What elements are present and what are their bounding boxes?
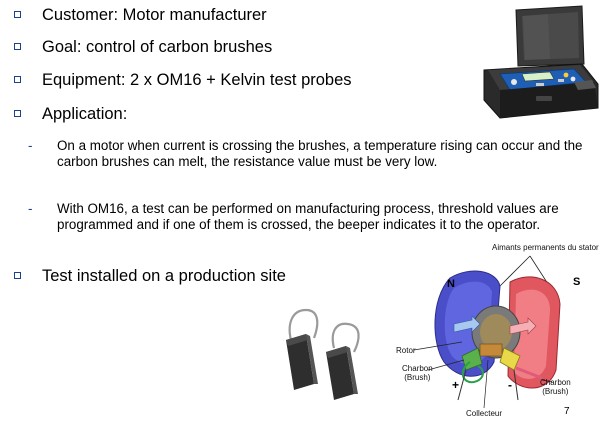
bullet-text: Customer: Motor manufacturer <box>42 6 267 24</box>
north-pole-label: N <box>447 278 455 290</box>
carbon-brushes-photo <box>286 308 360 400</box>
positive-terminal-label: + <box>452 378 460 392</box>
brush-right-label: Charbon (Brush) <box>540 378 571 396</box>
square-bullet-icon <box>14 43 21 50</box>
square-bullet-icon <box>14 272 21 279</box>
device-photo <box>483 5 599 119</box>
square-bullet-icon <box>14 11 21 18</box>
bullet-text: Equipment: 2 x OM16 + Kelvin test probes <box>42 71 352 89</box>
sub-bullet-text: On a motor when current is crossing the … <box>57 138 583 169</box>
bullet-text: Test installed on a production site <box>42 267 286 285</box>
dash-marker: - <box>28 138 33 153</box>
bullet-text: Goal: control of carbon brushes <box>42 38 273 56</box>
motor-diagram <box>413 255 561 409</box>
square-bullet-icon <box>14 76 21 83</box>
commutator-label: Collecteur <box>466 409 503 418</box>
rotor-label: Rotor <box>396 346 416 355</box>
stator-label: Aimants permanents du stator <box>492 243 599 252</box>
bullet-text: Application: <box>42 105 128 123</box>
brush-left-label: Charbon (Brush) <box>402 364 433 382</box>
dash-marker: - <box>28 201 33 216</box>
south-pole-label: S <box>573 276 581 288</box>
square-bullet-icon <box>14 110 21 117</box>
negative-terminal-label: - <box>508 378 512 392</box>
page-number: 7 <box>564 406 570 417</box>
sub-bullet-text: With OM16, a test can be performed on ma… <box>57 201 559 232</box>
